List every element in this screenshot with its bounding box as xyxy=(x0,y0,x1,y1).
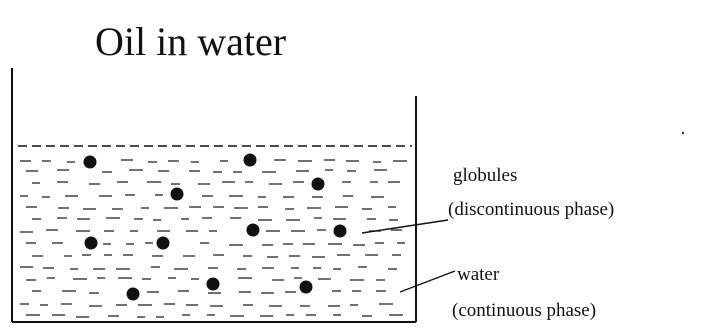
oil-globules xyxy=(83,153,347,301)
oil-globule xyxy=(206,277,220,291)
water-phase-label: (continuous phase) xyxy=(452,300,596,321)
oil-globule xyxy=(299,280,313,294)
oil-globule xyxy=(126,287,140,301)
stray-dot xyxy=(681,131,685,135)
globules-label: globules xyxy=(453,165,517,186)
oil-globule xyxy=(84,236,98,250)
oil-globule xyxy=(83,155,97,169)
oil-globule xyxy=(333,224,347,238)
water-body xyxy=(20,159,407,318)
oil-globule xyxy=(156,236,170,250)
oil-globule xyxy=(170,187,184,201)
diagram-title: Oil in water xyxy=(95,19,286,64)
beaker xyxy=(11,68,417,323)
oil-globule xyxy=(246,223,260,237)
oil-globule xyxy=(243,153,257,167)
water-label: water xyxy=(457,264,500,285)
globules-pointer-line xyxy=(361,219,449,234)
oil-globule xyxy=(311,177,325,191)
globules-phase-label: (discontinuous phase) xyxy=(448,199,614,220)
water-pointer-line xyxy=(399,270,456,293)
